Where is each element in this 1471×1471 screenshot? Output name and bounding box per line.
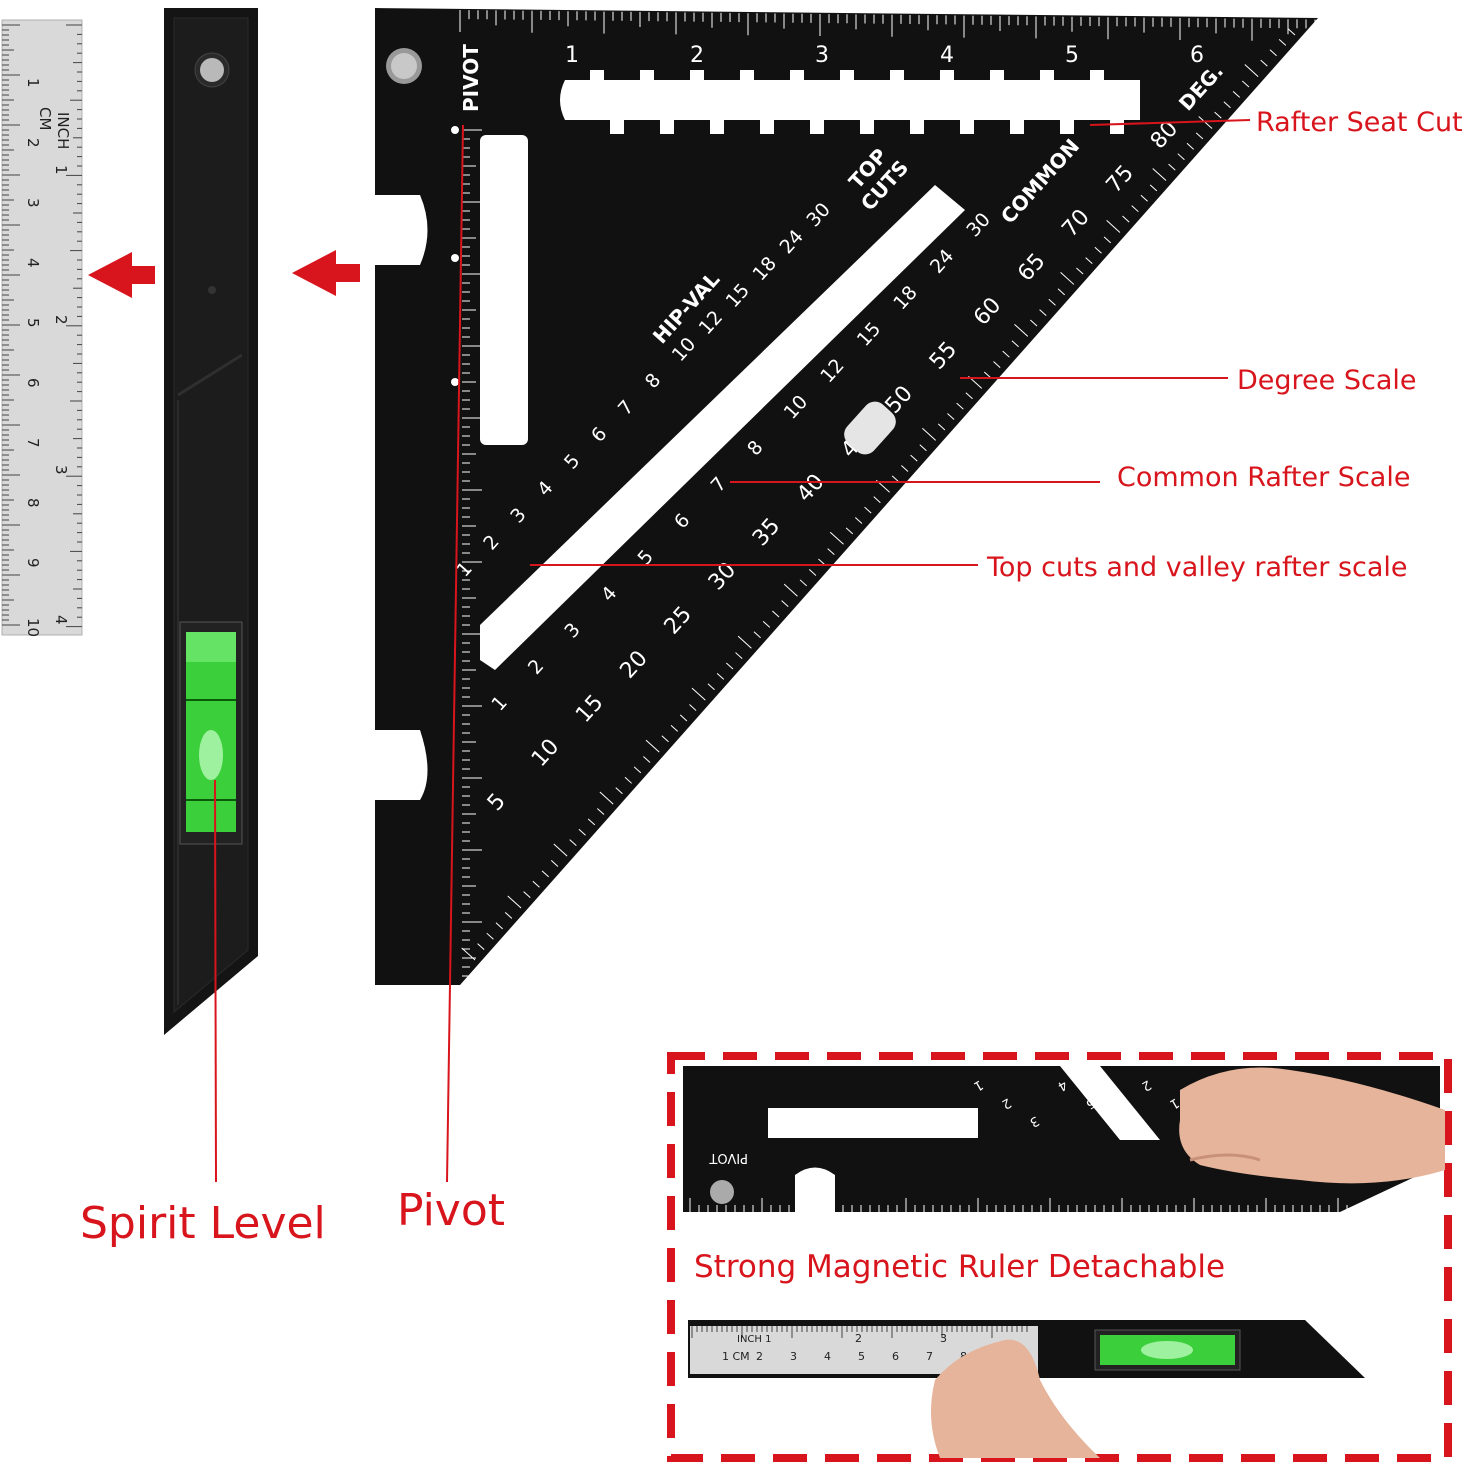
left-arrow-icon [88, 252, 155, 298]
inset-ruler-cm-number: 7 [926, 1350, 933, 1363]
callout-top-cuts-valley: Top cuts and valley rafter scale [986, 552, 1408, 583]
callout-rafter-seat-cut: Rafter Seat Cut [1256, 107, 1463, 138]
ruler-cm-number: 9 [24, 558, 42, 568]
callout-degree-scale: Degree Scale [1237, 365, 1417, 396]
magnetic-ruler-inset: PIVOT 123456211012345 Strong Magnetic Ru… [667, 1052, 1452, 1462]
inset-ruler-cm-number: 5 [858, 1350, 865, 1363]
vertical-slot [480, 135, 528, 445]
spirit-level-bar [164, 8, 258, 1035]
callout-magnetic-ruler: Strong Magnetic Ruler Detachable [694, 1249, 1225, 1285]
ruler-cm-number: 5 [24, 318, 42, 328]
inset-ruler-cm-number: 4 [824, 1350, 831, 1363]
ruler-cm-number: 3 [24, 198, 42, 208]
steel-ruler: CM INCH 1 2 3 4 5 6 7 8 9 10 1 2 3 4 [1, 19, 83, 637]
callout-common-rafter-scale: Common Rafter Scale [1117, 462, 1410, 493]
inch-number: 5 [1065, 43, 1079, 68]
inset-ruler-inch-label: INCH 1 [737, 1334, 771, 1345]
inch-number: 3 [815, 43, 829, 68]
pivot-label: PIVOT [459, 44, 483, 112]
hand-image [1179, 1067, 1445, 1184]
inset-ruler-inch-number: 2 [855, 1332, 862, 1345]
callout-spirit-level: Spirit Level [80, 1198, 326, 1249]
ruler-cm-number: 2 [24, 138, 42, 148]
inch-number: 2 [690, 43, 704, 68]
inset-ruler-cm-number: 6 [892, 1350, 899, 1363]
ruler-cm-label: CM [36, 107, 54, 130]
left-arrow-icon [292, 250, 360, 296]
inch-number: 4 [940, 43, 954, 68]
inset-ruler-cm-number: 2 [756, 1350, 763, 1363]
ruler-inch-label: INCH [54, 112, 72, 149]
inset-ruler-cm-number: 1 CM [722, 1350, 750, 1363]
ruler-cm-number: 6 [24, 378, 42, 388]
inset-hand-image [931, 1339, 1100, 1458]
ruler-cm-number: 1 [24, 78, 42, 88]
ruler-inch-number: 4 [52, 615, 70, 625]
inch-number: 1 [565, 43, 579, 68]
inch-number: 6 [1190, 43, 1204, 68]
callout-lines [214, 119, 1251, 1183]
magnet-icon [200, 58, 224, 82]
rafter-seat-slot [560, 80, 1140, 120]
ruler-cm-number: 10 [24, 618, 42, 637]
degree-45-badge [844, 401, 896, 455]
callout-pivot: Pivot [397, 1185, 505, 1236]
inset-ruler-inch-number: 3 [940, 1332, 947, 1345]
inset-bubble-icon [1141, 1341, 1193, 1359]
inset-ruler-cm-number: 3 [790, 1350, 797, 1363]
inset-pivot-label: PIVOT [709, 1150, 748, 1165]
ruler-cm-number: 4 [24, 258, 42, 268]
bubble-icon [199, 730, 223, 780]
ruler-inch-number: 2 [52, 315, 70, 325]
ruler-inch-number: 1 [52, 165, 70, 175]
ruler-inch-number: 3 [52, 465, 70, 475]
ruler-cm-number: 8 [24, 498, 42, 508]
ruler-cm-number: 7 [24, 438, 42, 448]
diagonal-slot [480, 185, 965, 670]
